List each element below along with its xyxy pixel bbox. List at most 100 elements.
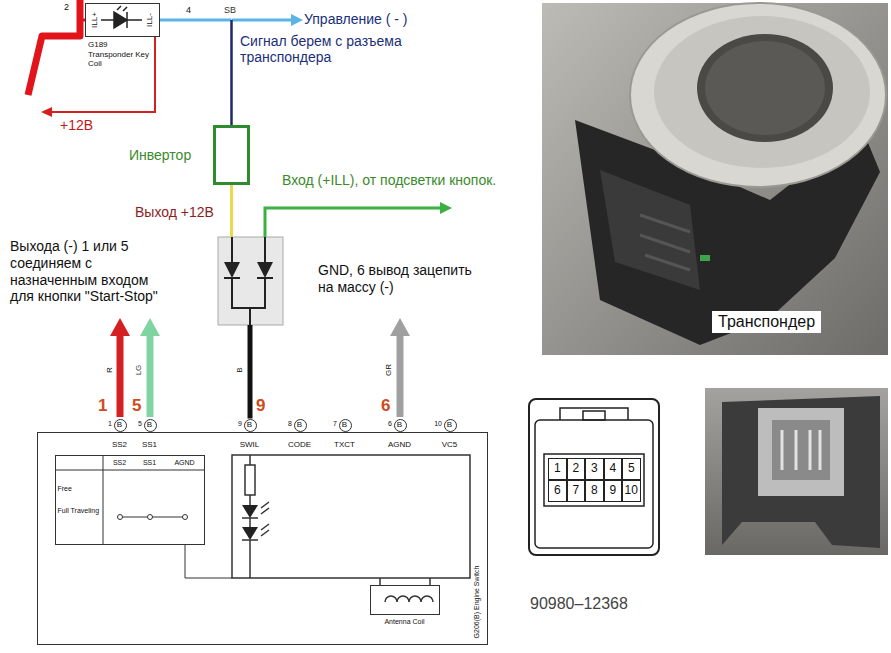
output-arrows	[110, 318, 410, 417]
wire-connector	[232, 185, 251, 419]
node-text: 90980–12368	[530, 595, 628, 613]
pin-cell: 4	[604, 458, 623, 480]
diode-box	[218, 237, 283, 325]
arrow-head	[41, 107, 52, 117]
switch-contacts	[118, 515, 188, 520]
pin-number: 7	[328, 420, 337, 428]
node-text: B	[247, 420, 252, 429]
node-text: SWIL	[240, 440, 260, 449]
pin-number: 2	[64, 2, 69, 12]
pin-number: 6	[383, 420, 392, 428]
node-text: 6	[554, 484, 561, 498]
callout-number: 1	[98, 396, 107, 416]
red-wire	[28, 0, 80, 95]
pin-cell: 3	[585, 458, 604, 480]
connector-photo	[705, 388, 888, 555]
pin-number: 9	[233, 420, 242, 428]
node-text: SS1	[143, 459, 156, 467]
pin-number: 8	[283, 420, 292, 428]
led-symbol	[101, 6, 142, 28]
node-text: Free	[58, 485, 72, 493]
pin-circle: B	[339, 419, 352, 432]
node-text: 10	[625, 484, 638, 498]
pin-number: 1	[103, 420, 112, 428]
pin-cell: 9	[604, 480, 623, 502]
node-text: 1	[554, 462, 561, 476]
node-text: B	[147, 420, 152, 429]
node-text: Full Traveling	[58, 507, 100, 515]
pin-circle: B	[244, 419, 257, 432]
photo-caption-box: Транспондер	[712, 311, 821, 333]
connector-outline-drawing	[535, 408, 653, 548]
pin-number: 5	[133, 420, 142, 428]
node-text: B	[342, 420, 347, 429]
green-wire	[265, 208, 441, 237]
node-text: Транспондер	[718, 313, 815, 331]
pin-circle: B	[294, 419, 307, 432]
edge-label: Выход +12В	[135, 204, 214, 220]
node-text: TXCT	[334, 440, 355, 449]
wire-color-code: R	[105, 367, 114, 373]
wire-color-code: SB	[224, 5, 236, 15]
node-text: 8	[591, 484, 598, 498]
node-text: G189 Transponder Key Coil	[88, 40, 150, 69]
arrow-head	[291, 14, 303, 26]
node-text: SS2	[113, 459, 126, 467]
node-text: Antenna Coil	[384, 618, 424, 626]
pin-cell: 6	[548, 480, 567, 502]
node-text: B	[397, 420, 402, 429]
node-text: 7	[572, 484, 579, 498]
pin-circle: B	[444, 419, 457, 432]
pin-number: 4	[186, 5, 191, 15]
node-text: 2	[572, 462, 579, 476]
pin-cell: 7	[567, 480, 586, 502]
node-text: G206(B) Engine Switch	[472, 565, 480, 638]
node-text: SS2	[112, 440, 127, 449]
node-text: ILL+	[90, 12, 99, 28]
red-wire	[52, 37, 155, 112]
node-text: ILL-	[145, 13, 154, 27]
switch-table: SS2 SS1 AGND FreeFull Traveling	[55, 455, 205, 545]
callout-number: 9	[256, 396, 265, 416]
pin-cell: 8	[585, 480, 604, 502]
node-text: SS1	[142, 440, 157, 449]
node-text: B	[117, 420, 122, 429]
node-text: 5	[628, 462, 635, 476]
pin-cell: 5	[622, 458, 641, 480]
callout-number: 6	[381, 396, 390, 416]
transponder-coil-box: ILL+ILL-G189 Transponder Key Coil	[85, 3, 160, 37]
pin-circle: B	[114, 419, 127, 432]
illumination-circuit	[232, 455, 470, 602]
note-text: GND, 6 вывод зацепить на массу (-)	[318, 262, 488, 296]
pin-circle: B	[144, 419, 157, 432]
pin-cell: 1	[548, 458, 567, 480]
node-text: AGND	[174, 459, 194, 467]
wire-connector	[160, 20, 232, 125]
node-text: B	[447, 420, 452, 429]
connector-outline: 90980–1236812345678910	[528, 398, 660, 556]
transponder-photo	[542, 3, 888, 355]
node-text: 4	[609, 462, 616, 476]
led-symbol	[242, 505, 258, 518]
pin-circle: B	[394, 419, 407, 432]
inverter-box: Инвертор	[213, 125, 250, 185]
antenna-coil-box: Antenna Coil	[370, 585, 440, 615]
pin-cell: 2	[567, 458, 586, 480]
callout-number: 5	[132, 396, 141, 416]
node-text: AGND	[388, 440, 411, 449]
wire-color-code: LG	[134, 365, 143, 376]
node-text: CODE	[288, 440, 311, 449]
wire-color-code: B	[235, 367, 244, 372]
pin-number: 10	[431, 420, 442, 428]
note-text: Выхода (-) 1 или 5 соединяем с назначенн…	[10, 238, 175, 305]
led-symbol	[242, 527, 258, 540]
signal-name: Управление ( - )	[304, 11, 407, 27]
signal-name: Вход (+ILL), от подсветки кнопок.	[282, 172, 496, 188]
node-text: Инвертор	[129, 147, 191, 163]
node-text: B	[297, 420, 302, 429]
node-text: 9	[609, 484, 616, 498]
engine-switch-box: SS2SS1SWILCODETXCTAGNDVC5G206(B) Engine …	[37, 432, 488, 645]
node-text: 3	[591, 462, 598, 476]
pin-cell: 10	[622, 480, 641, 502]
